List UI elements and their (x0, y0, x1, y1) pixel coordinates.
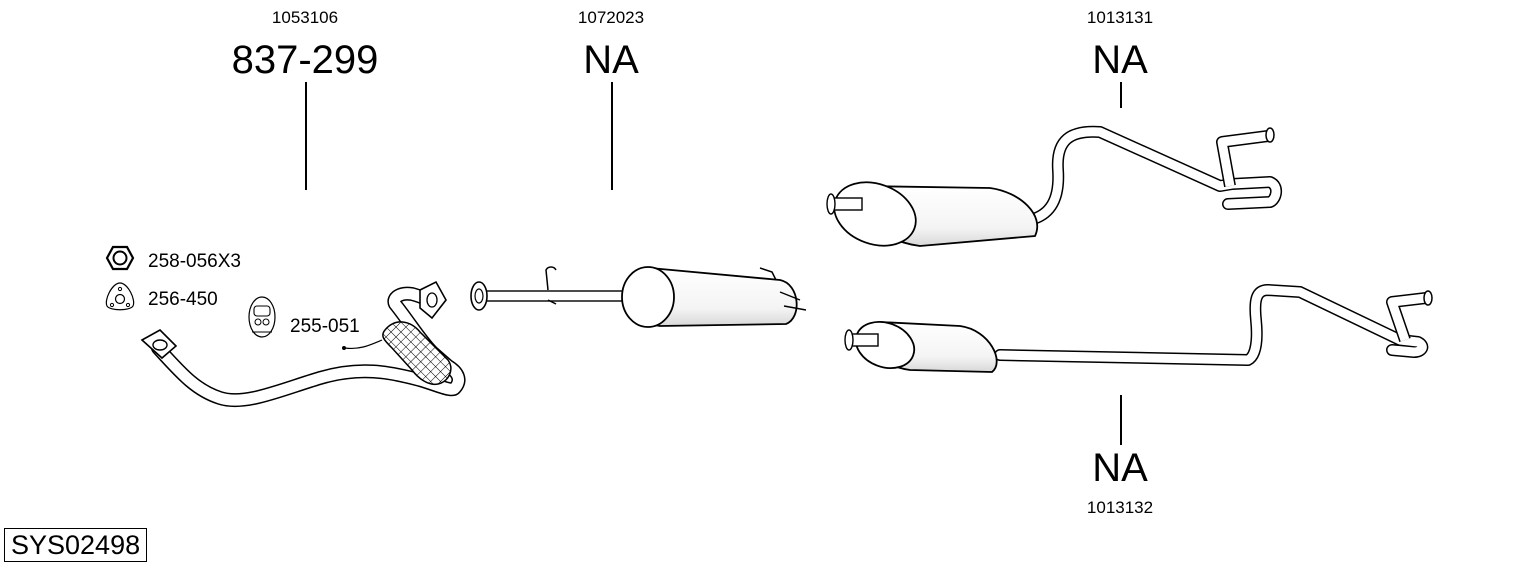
part-ref-1013131: 1013131 (1086, 8, 1154, 27)
leader-line-front-pipe (305, 82, 307, 190)
front-pipe-drawing[interactable] (140, 280, 466, 408)
accessory-label-gasket[interactable]: 256-450 (148, 289, 218, 310)
rear-silencer-upper-drawing[interactable] (825, 125, 1282, 257)
rear-silencer-lower-drawing[interactable] (844, 284, 1433, 376)
part-number-rear-silencer-lower[interactable]: NA (1092, 446, 1148, 490)
accessory-label-nut[interactable]: 258-056X3 (148, 251, 241, 272)
hex-nut-icon[interactable] (105, 245, 135, 271)
middle-silencer-drawing[interactable] (470, 266, 807, 328)
part-number-rear-silencer-upper[interactable]: NA (1092, 38, 1148, 82)
system-id-label: SYS02498 (4, 528, 148, 562)
part-ref-1053106: 1053106 (271, 8, 339, 27)
part-number-front-pipe[interactable]: 837-299 (231, 38, 379, 82)
leader-line-middle-silencer (611, 82, 613, 190)
accessory-label-hanger[interactable]: 255-051 (290, 316, 360, 337)
part-ref-1013132: 1013132 (1086, 498, 1154, 517)
leader-line-rear-silencer-upper (1120, 82, 1122, 108)
part-ref-1072023: 1072023 (577, 8, 645, 27)
part-number-middle-silencer[interactable]: NA (583, 38, 639, 82)
leader-line-rear-silencer-lower (1120, 395, 1122, 445)
rubber-hanger-icon[interactable] (248, 296, 276, 338)
triangular-gasket-icon[interactable] (105, 282, 135, 311)
